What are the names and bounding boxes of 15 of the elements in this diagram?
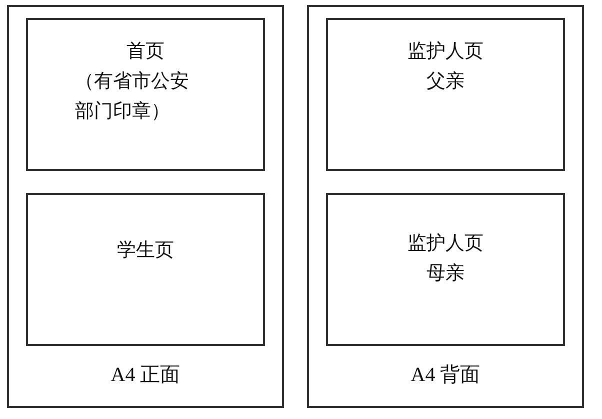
page-note: 母亲 xyxy=(426,261,464,286)
page-frame xyxy=(7,5,284,408)
page-frame xyxy=(307,5,584,408)
page-box xyxy=(26,18,265,171)
page-box xyxy=(26,193,265,346)
page-title: 监护人页 xyxy=(408,231,484,256)
page-title: 学生页 xyxy=(117,238,174,263)
page-box xyxy=(326,193,565,346)
side-label: A4 背面 xyxy=(410,363,480,388)
page-note: 父亲 xyxy=(426,69,464,94)
page-title: 监护人页 xyxy=(408,39,484,64)
page-box xyxy=(326,18,565,171)
side-label: A4 正面 xyxy=(110,363,180,388)
page-note: （有省市公安部门印章） xyxy=(75,69,190,124)
page-title: 首页 xyxy=(126,39,164,64)
